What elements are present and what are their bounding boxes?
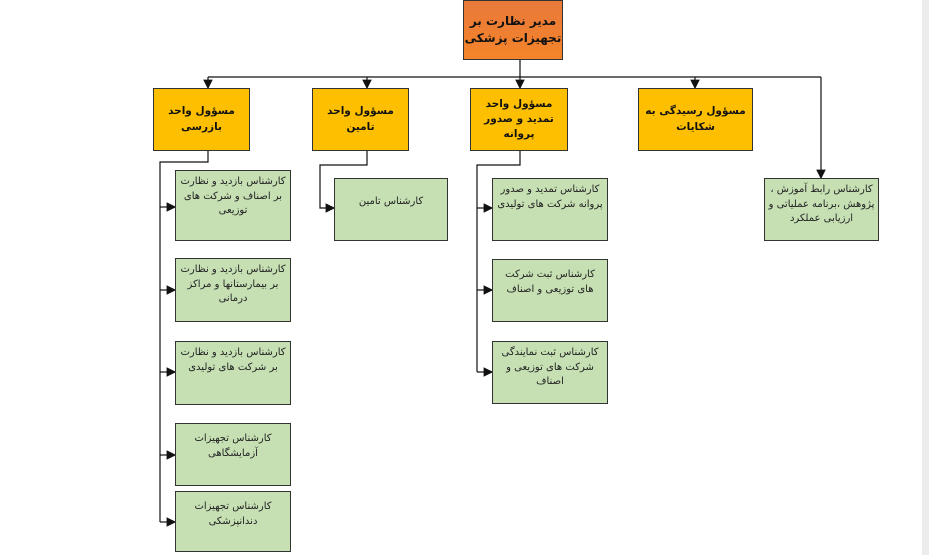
manager-label: مسؤول واحد تمدید و صدور پروانه [484, 97, 554, 141]
staff-box: کارشناس تجهیزات دندانپزشکی [175, 491, 291, 552]
liaison-box: کارشناس رابط آموزش ، پژوهش ،برنامه عملیا… [764, 178, 879, 241]
manager-inspection: مسؤول واحد بازرسی [153, 88, 250, 151]
staff-box: کارشناس بازدید و نظارت بر بیمارستانها و … [175, 258, 291, 322]
manager-license: مسؤول واحد تمدید و صدور پروانه [470, 88, 568, 151]
staff-label: کارشناس رابط آموزش ، پژوهش ،برنامه عملیا… [768, 184, 875, 224]
staff-label: کارشناس ثبت نمایندگی شرکت های توزیعی و ا… [501, 347, 599, 387]
staff-box: کارشناس تامین [334, 178, 448, 241]
staff-box: کارشناس بازدید و نظارت بر شرکت های تولید… [175, 341, 291, 405]
staff-label: کارشناس بازدید و نظارت بر شرکت های تولید… [180, 347, 286, 373]
staff-label: کارشناس ثبت شرکت های توزیعی و اصناف [505, 269, 595, 295]
staff-box: کارشناس بازدید و نظارت بر اصناف و شرکت ه… [175, 170, 291, 241]
director-box: مدیر نظارت بر تجهیزات پزشکی [463, 0, 563, 60]
staff-box: کارشناس ثبت نمایندگی شرکت های توزیعی و ا… [492, 341, 608, 404]
manager-label: مسؤول واحد تامین [327, 105, 394, 133]
director-label: مدیر نظارت بر تجهیزات پزشکی [464, 13, 562, 45]
staff-box: کارشناس تجهیزات آزمایشگاهی [175, 423, 291, 486]
manager-label: مسؤول واحد بازرسی [168, 105, 235, 133]
staff-box: کارشناس تمدید و صدور پروانه شرکت های تول… [492, 178, 608, 241]
staff-label: کارشناس بازدید و نظارت بر بیمارستانها و … [180, 264, 286, 304]
manager-label: مسؤول رسیدگی به شکایات [645, 105, 746, 133]
staff-label: کارشناس تجهیزات دندانپزشکی [194, 501, 272, 527]
staff-label: کارشناس تامین [358, 196, 424, 207]
staff-label: کارشناس تمدید و صدور پروانه شرکت های تول… [497, 184, 603, 210]
staff-box: کارشناس ثبت شرکت های توزیعی و اصناف [492, 259, 608, 322]
window-edge [922, 0, 929, 555]
staff-label: کارشناس بازدید و نظارت بر اصناف و شرکت ه… [180, 176, 286, 216]
manager-complaints: مسؤول رسیدگی به شکایات [638, 88, 753, 151]
staff-label: کارشناس تجهیزات آزمایشگاهی [194, 433, 272, 459]
manager-supply: مسؤول واحد تامین [312, 88, 409, 151]
